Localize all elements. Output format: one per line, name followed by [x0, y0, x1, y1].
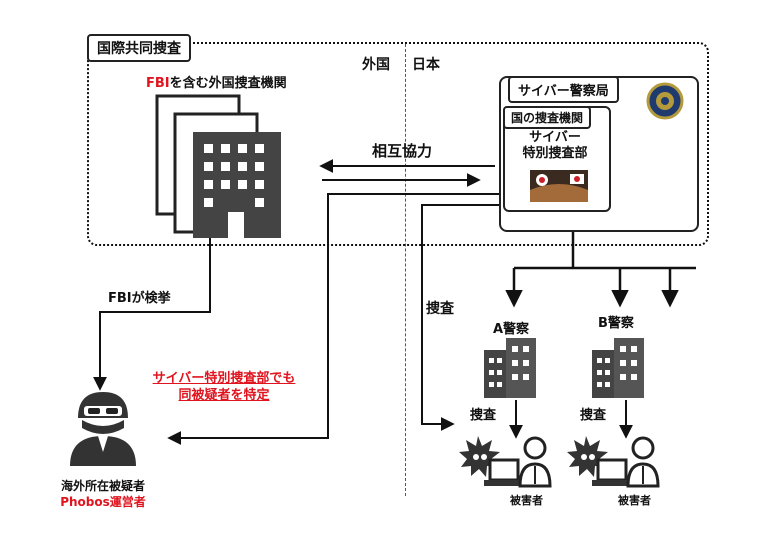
- investigation-a-label: 捜査: [470, 408, 497, 423]
- police-b-label: B警察: [598, 316, 634, 331]
- malware-burst-icon-b: [567, 436, 608, 477]
- fbi-highlight: FBI: [146, 76, 170, 91]
- foreign-agency-buildings-icon: [155, 94, 281, 238]
- fbi-arrest-label: FBIが検挙: [108, 291, 171, 306]
- suspect-line2: Phobos運営者: [60, 495, 146, 509]
- joint-investigation-region: [87, 42, 709, 246]
- cyber-police-bureau-tag: サイバー警察局: [508, 76, 619, 103]
- suspect-caption: 海外所在被疑者 Phobos運営者: [48, 478, 158, 510]
- laptop-icon-a: [484, 458, 524, 486]
- foreign-label: 外国: [362, 57, 390, 73]
- police-a-label: A警察: [493, 322, 530, 337]
- identified-line1: サイバー特別捜査部でも: [152, 371, 296, 386]
- foreign-japan-divider: [405, 44, 406, 496]
- joint-investigation-tag: 国際共同捜査: [87, 34, 191, 62]
- victim-person-icon-a: [518, 436, 552, 488]
- cyber-special-line1: サイバー: [529, 130, 581, 145]
- cyber-special-line2: 特別捜査部: [522, 146, 588, 161]
- investigation-b-label: 捜査: [580, 408, 607, 423]
- victim-b-label: 被害者: [618, 494, 651, 507]
- foreign-agencies-heading: FBIを含む外国捜査機関: [146, 72, 287, 91]
- cyber-unit-badge-icon: [530, 170, 588, 202]
- police-b-building-icon: [592, 338, 644, 398]
- national-agency-tag: 国の捜査機関: [503, 106, 592, 129]
- japan-label: 日本: [412, 57, 440, 73]
- victim-person-icon-b: [626, 436, 660, 488]
- identified-note: サイバー特別捜査部でも 同被疑者を特定: [134, 370, 314, 404]
- malware-burst-icon-a: [459, 436, 500, 477]
- identification-arrow: [167, 193, 515, 445]
- suspect-line1: 海外所在被疑者: [60, 479, 145, 493]
- laptop-icon-b: [592, 458, 632, 486]
- police-a-building-icon: [484, 338, 536, 398]
- hooded-suspect-icon: [70, 392, 136, 466]
- mutual-cooperation-label: 相互協力: [372, 142, 433, 160]
- cyber-special-unit-label: サイバー 特別捜査部: [507, 130, 603, 162]
- investigation-arrow: [421, 204, 500, 431]
- investigation-label: 捜査: [426, 301, 454, 317]
- fbi-arrest-arrow: [93, 238, 211, 391]
- victim-a-label: 被害者: [510, 494, 543, 507]
- identified-line2: 同被疑者を特定: [178, 388, 270, 403]
- foreign-agencies-text: を含む外国捜査機関: [169, 76, 287, 91]
- police-emblem-icon: [646, 82, 684, 120]
